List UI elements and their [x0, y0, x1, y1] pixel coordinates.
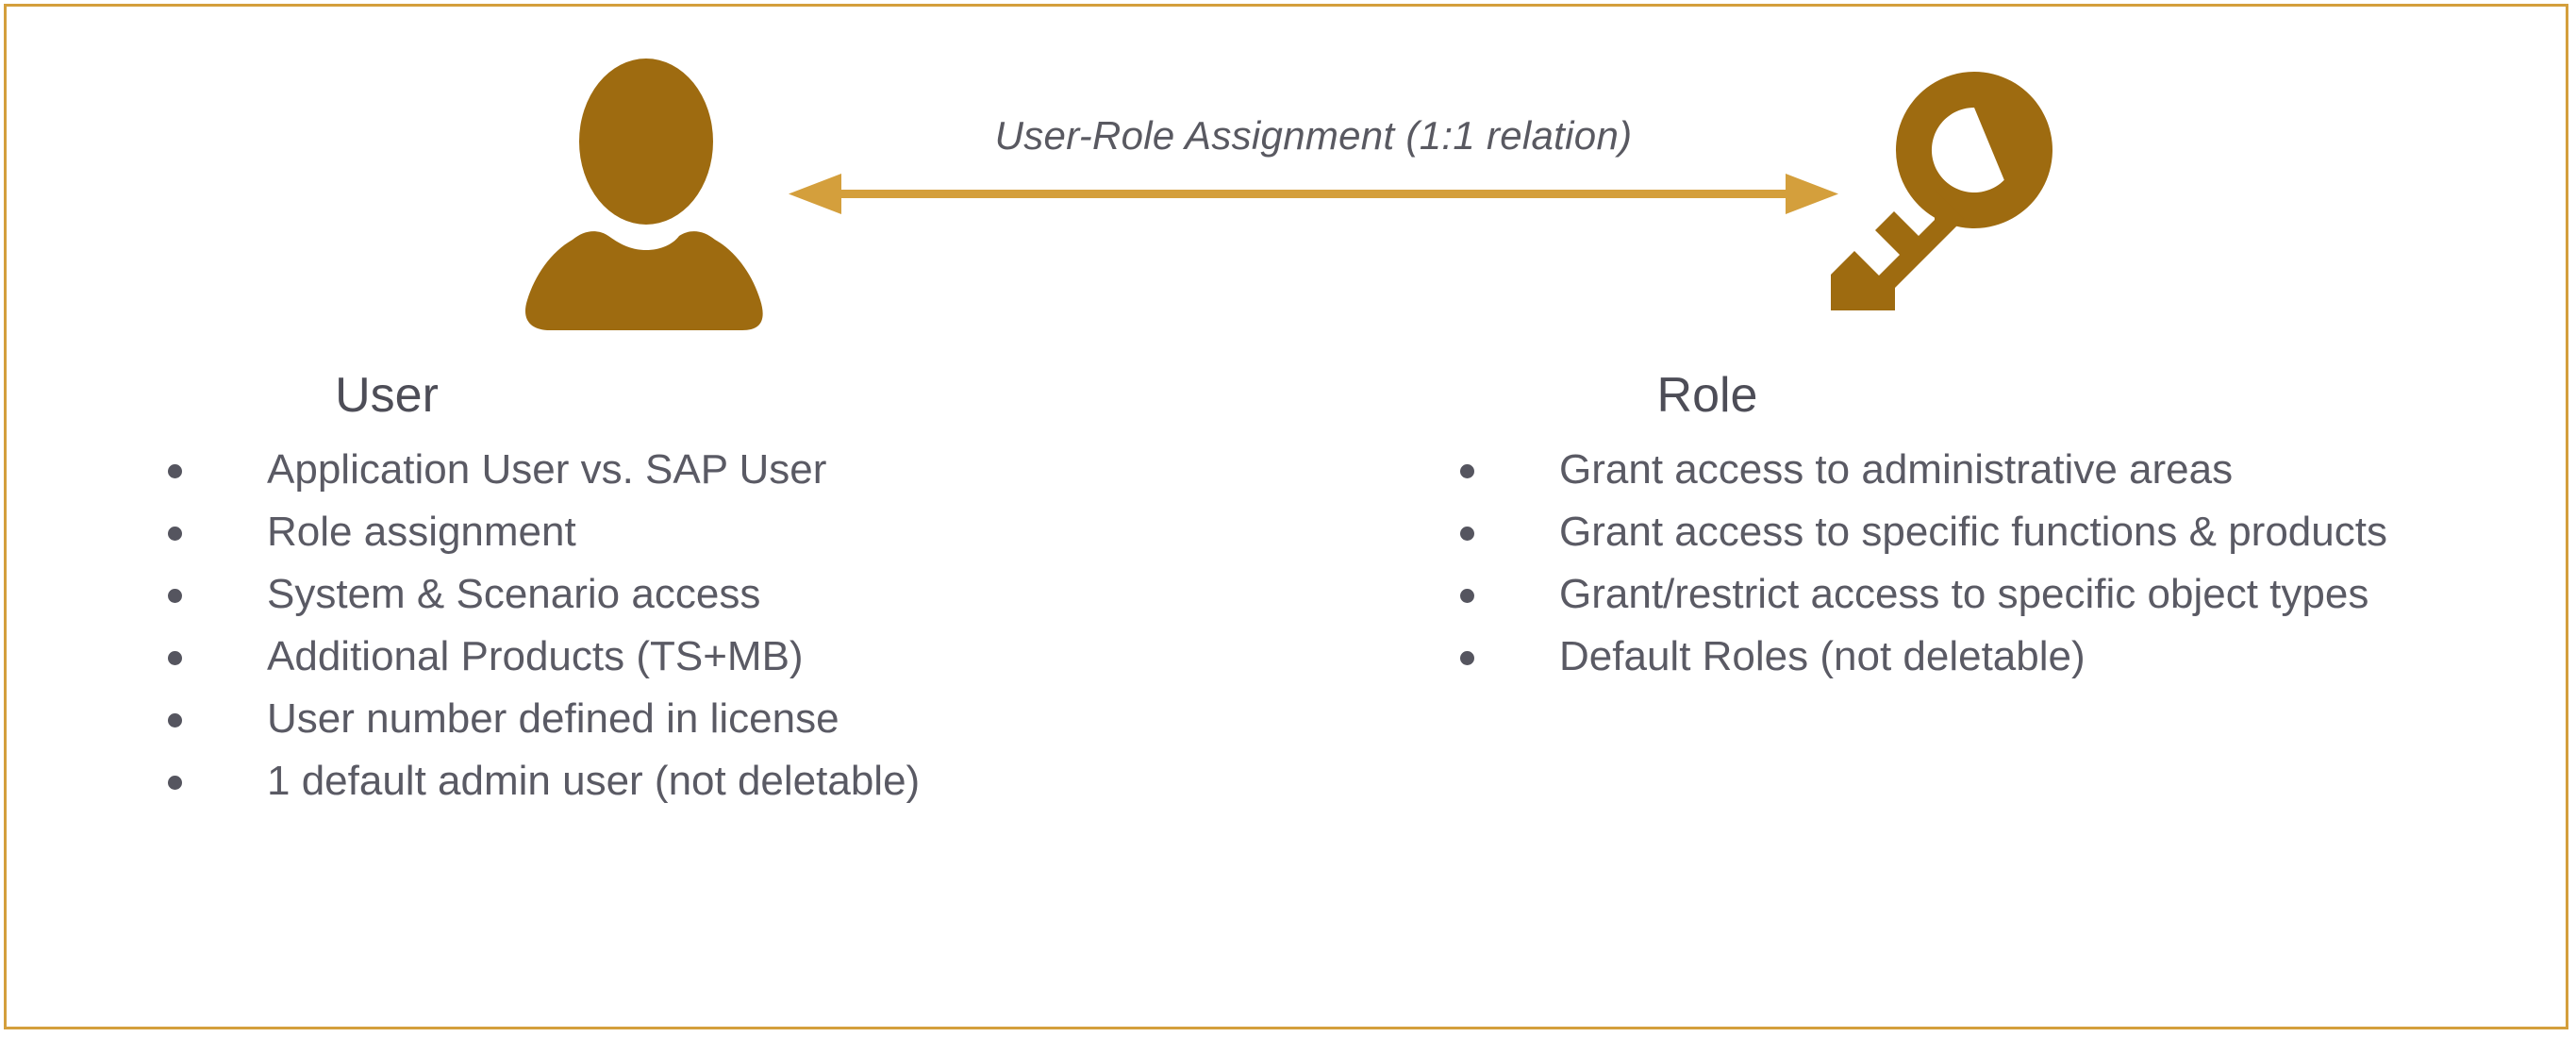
list-item-label: 1 default admin user (not deletable)	[267, 757, 921, 804]
column-user: User Application User vs. SAP User Role …	[132, 370, 1245, 812]
list-item: Application User vs. SAP User	[132, 439, 1245, 501]
double-arrow-icon	[789, 174, 1838, 214]
user-icon	[524, 59, 763, 330]
list-item-label: Additional Products (TS+MB)	[267, 632, 804, 679]
bullet-dot-icon	[1460, 463, 1474, 478]
list-item: Default Roles (not deletable)	[1424, 626, 2481, 688]
bullet-dot-icon	[168, 650, 182, 665]
bullet-list-role: Grant access to administrative areas Gra…	[1424, 439, 2481, 688]
list-item: Grant access to specific functions & pro…	[1424, 501, 2481, 563]
list-item-label: Application User vs. SAP User	[267, 445, 827, 493]
list-item: Additional Products (TS+MB)	[132, 626, 1245, 688]
bullet-dot-icon	[1460, 650, 1474, 665]
bullet-dot-icon	[168, 588, 182, 603]
connector-label: User-Role Assignment (1:1 relation)	[994, 113, 1633, 158]
list-item: 1 default admin user (not deletable)	[132, 750, 1245, 812]
column-role: Role Grant access to administrative area…	[1424, 370, 2481, 688]
list-item-label: Grant/restrict access to specific object…	[1559, 570, 2369, 617]
page-title-user: User	[335, 368, 439, 423]
list-item-label: Grant access to specific functions & pro…	[1559, 508, 2387, 555]
list-item-label: Role assignment	[267, 508, 576, 555]
page-title-role: Role	[1656, 368, 1758, 423]
user-role-connector: User-Role Assignment (1:1 relation)	[783, 113, 1844, 217]
bullet-dot-icon	[168, 526, 182, 541]
key-icon	[1831, 72, 2052, 310]
bullet-dot-icon	[168, 712, 182, 728]
list-item-label: System & Scenario access	[267, 570, 761, 617]
list-item-label: Grant access to administrative areas	[1559, 445, 2234, 493]
list-item: Grant/restrict access to specific object…	[1424, 563, 2481, 626]
bullet-dot-icon	[1460, 526, 1474, 541]
list-item: System & Scenario access	[132, 563, 1245, 626]
list-item: User number defined in license	[132, 688, 1245, 750]
bullet-dot-icon	[1460, 588, 1474, 603]
bullet-list-user: Application User vs. SAP User Role assig…	[132, 439, 1245, 812]
list-item-label: User number defined in license	[267, 694, 839, 742]
bullet-dot-icon	[168, 775, 182, 790]
list-item-label: Default Roles (not deletable)	[1559, 632, 2086, 679]
bullet-dot-icon	[168, 463, 182, 478]
list-item: Grant access to administrative areas	[1424, 439, 2481, 501]
list-item: Role assignment	[132, 501, 1245, 563]
